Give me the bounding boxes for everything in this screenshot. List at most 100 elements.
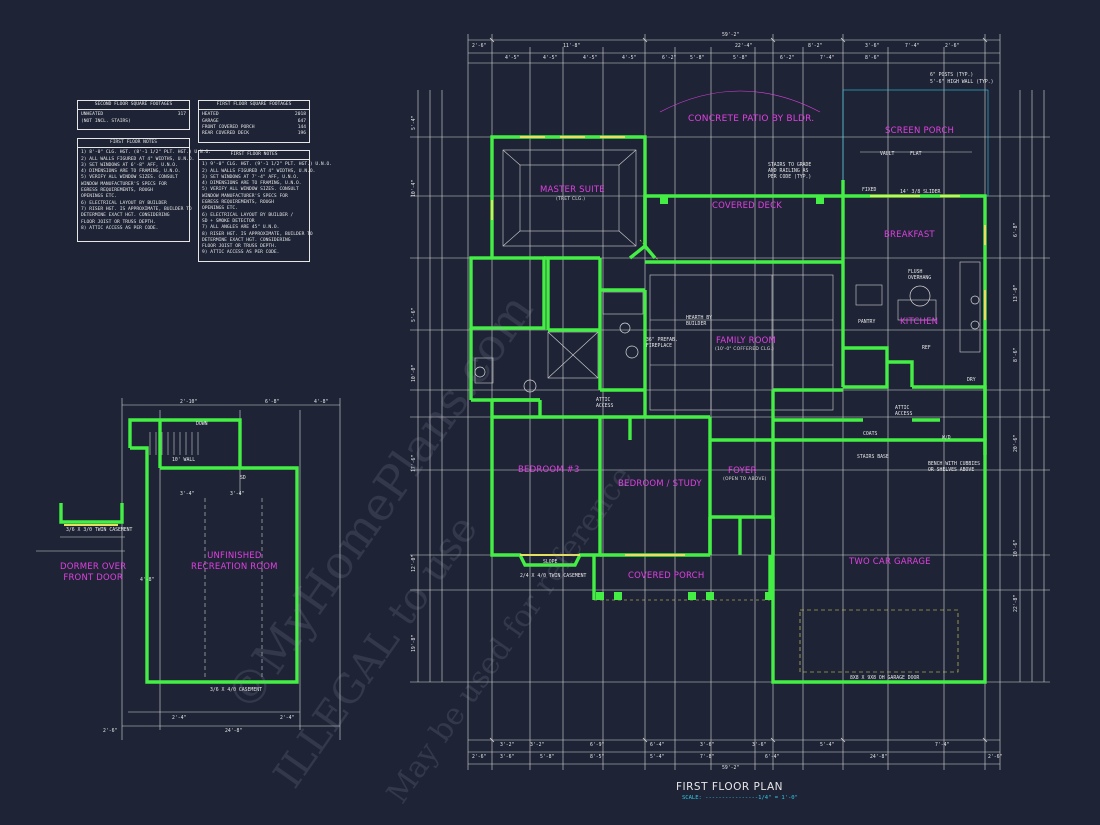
label-stairs-note: STAIRS TO GRADE AND RAILING AS PER CODE … xyxy=(768,163,812,180)
dim-top: 3'-6" xyxy=(865,44,880,49)
label-coats: COATS xyxy=(863,432,878,437)
dim-bottom: 5'-4" xyxy=(820,743,835,748)
note-line: 3) SET WINDOWS AT 6'-8" AFF, U.N.O. xyxy=(81,162,178,168)
note-line: 8) ATTIC ACCESS AS PER CODE. xyxy=(81,225,159,231)
drawing-title: FIRST FLOOR PLAN xyxy=(676,781,783,793)
label-two-car-garage: TWO CAR GARAGE xyxy=(849,557,931,567)
label-flush-overhang: FLUSH OVERHANG xyxy=(908,270,932,281)
label-dormer: DORMER OVER FRONT DOOR xyxy=(60,562,127,583)
dim-bottom: 6'-4" xyxy=(765,755,780,760)
table-title: SECOND FLOOR SQUARE FOOTAGES xyxy=(78,102,189,111)
label-bedroom-3: BEDROOM #3 xyxy=(518,465,580,475)
dim-left: 10'-4" xyxy=(412,179,417,197)
dim-bottom: 6'-9" xyxy=(590,743,605,748)
note-line: WINDOW MANUFACTURER'S SPECS FOR xyxy=(81,181,167,187)
dim-second-mid: 4'-8" xyxy=(140,578,155,583)
note-line: 4) DIMENSIONS ARE TO FRAMING, U.N.O. xyxy=(81,169,181,175)
porch-columns xyxy=(596,196,824,600)
dim-bottom: 2'-6" xyxy=(472,755,487,760)
label-flat: FLAT xyxy=(910,152,922,157)
dim-left: 12'-0" xyxy=(412,554,417,572)
dim-top: 2'-6" xyxy=(472,44,487,49)
label-family-room: FAMILY ROOM xyxy=(716,336,777,346)
dim-top: 6'-2" xyxy=(780,56,795,61)
dim-top: 5'-8" xyxy=(690,56,705,61)
dim-second-bottom: 2'-6" xyxy=(103,729,118,734)
dim-second-bottom: 2'-4" xyxy=(280,716,295,721)
note-line: 8) RISER HGT. IS APPROXIMATE, BUILDER TO xyxy=(202,231,313,237)
label-garage-door: 8X8 X 9X8 OH GARAGE DOOR xyxy=(850,676,920,681)
table-row: (NOT INCL. STAIRS) xyxy=(81,118,131,124)
dim-top: 11'-8" xyxy=(563,44,581,49)
dim-left: 19'-8" xyxy=(412,634,417,652)
label-attic-access: ATTIC ACCESS xyxy=(596,398,614,409)
label-knee-wall: 5'-6" HIGH WALL (TYP.) xyxy=(930,80,994,85)
dim-right: 8'-6" xyxy=(1014,347,1019,362)
dim-top: 8'-2" xyxy=(808,44,823,49)
label-dry: DRY xyxy=(967,378,976,383)
label-master-suite: MASTER SUITE xyxy=(540,185,605,195)
label-ref: REF xyxy=(922,346,931,351)
note-line: FLOOR JOIST OR TRUSS DEPTH. xyxy=(81,219,156,225)
interior-lines xyxy=(149,89,989,680)
note-line: SD + SMOKE DETECTOR xyxy=(202,218,255,224)
note-line: 1) 9'-0" CLG. HGT. (9'-1 1/2" PLT. HGT.)… xyxy=(202,162,332,168)
dim-left: 5'-4" xyxy=(412,115,417,130)
label-attic-access: ATTIC ACCESS xyxy=(895,406,913,417)
label-bedroom-study: BEDROOM / STUDY xyxy=(618,479,702,489)
dim-second-bottom: 24'-8" xyxy=(225,729,243,734)
dim-second-bottom: 2'-4" xyxy=(172,716,187,721)
dim-bottom: 5'-4" xyxy=(650,755,665,760)
note-line: 4) DIMENSIONS ARE TO FRAMING, U.N.O. xyxy=(202,181,302,187)
label-fireplace: 36" PREFAB. FIREPLACE xyxy=(646,338,678,349)
label-breakfast: BREAKFAST xyxy=(884,230,935,240)
notes-left-table: FIRST FLOOR NOTES 1) 8'-0" CLG. HGT. (8'… xyxy=(77,138,211,242)
note-line: EGRESS REQUIREMENTS, ROUGH xyxy=(81,188,153,194)
dim-left: 5'-6" xyxy=(412,307,417,322)
dim-top: 6'-2" xyxy=(662,56,677,61)
notes-list: 1) 8'-0" CLG. HGT. (8'-1 1/2" PLT. HGT.)… xyxy=(81,150,211,232)
fixtures xyxy=(474,285,980,393)
dim-bottom: 8'-5" xyxy=(590,755,605,760)
dim-second-mid: 3'-4" xyxy=(230,492,245,497)
notes-right-table: FIRST FLOOR NOTES 1) 9'-0" CLG. HGT. (9'… xyxy=(198,150,332,262)
label-pantry: PANTRY xyxy=(858,320,876,325)
walls-first-floor xyxy=(469,135,987,684)
label-foyer: FOYER xyxy=(728,466,757,476)
label-unfinished-rec-room: UNFINISHED RECREATION ROOM xyxy=(191,551,278,572)
note-line: 7) RISER HGT. IS APPROXIMATE, BUILDER TO xyxy=(81,206,192,212)
dim-bottom: 7'-8" xyxy=(700,755,715,760)
note-line: 6) ELECTRICAL LAYOUT BY BUILDER / xyxy=(202,212,294,218)
dim-top: 5'-8" xyxy=(733,56,748,61)
dim-right: 10'-6" xyxy=(1014,539,1019,557)
dim-second-top: 2'-10" xyxy=(180,400,198,405)
label-master-clg: (TRET CLG.) xyxy=(556,197,586,202)
dim-left: 10'-0" xyxy=(412,364,417,382)
label-sliders: 14' 3/8 SLIDER xyxy=(900,190,941,195)
note-line: FLOOR JOIST OR TRUSS DEPTH. xyxy=(202,244,277,250)
dim-bottom: 3'-2" xyxy=(530,743,545,748)
label-family-clg: (10'-0" COFFERED CLG.) xyxy=(715,347,774,352)
note-line: 7) ALL ANGLES ARE 45" U.N.O. xyxy=(202,225,280,231)
label-casement-bed3: 2/4 X 4/0 TWIN CASEMENT xyxy=(520,574,587,579)
note-line: 2) ALL WALLS FIGURED AT 4" WIDTHS, U.N.O… xyxy=(81,156,195,162)
label-posts-note: 6" POSTS (TYP.) xyxy=(930,73,974,78)
drawing-scale: SCALE: ----------------1/4" = 1'-0" xyxy=(682,795,798,801)
dim-bottom: 6'-4" xyxy=(650,743,665,748)
note-line: 5) VERIFY ALL WINDOW SIZES. CONSULT xyxy=(202,187,299,193)
label-fixed: FIXED xyxy=(862,188,877,193)
notes-list: 1) 9'-0" CLG. HGT. (9'-1 1/2" PLT. HGT.)… xyxy=(202,162,332,256)
dim-top: 7'-4" xyxy=(905,44,920,49)
dim-top: 4'-5" xyxy=(505,56,520,61)
label-down: DOWN xyxy=(196,422,208,427)
dim-bottom: 3'-2" xyxy=(500,743,515,748)
label-hearth: HEARTH BY BUILDER xyxy=(686,316,712,327)
label-concrete-patio: CONCRETE PATIO BY BLDR. xyxy=(688,114,815,124)
note-line: OPENINGS ETC. xyxy=(202,206,238,212)
walls-second-floor xyxy=(59,418,299,684)
table-title: FIRST FLOOR SQUARE FOOTAGES xyxy=(199,102,309,111)
